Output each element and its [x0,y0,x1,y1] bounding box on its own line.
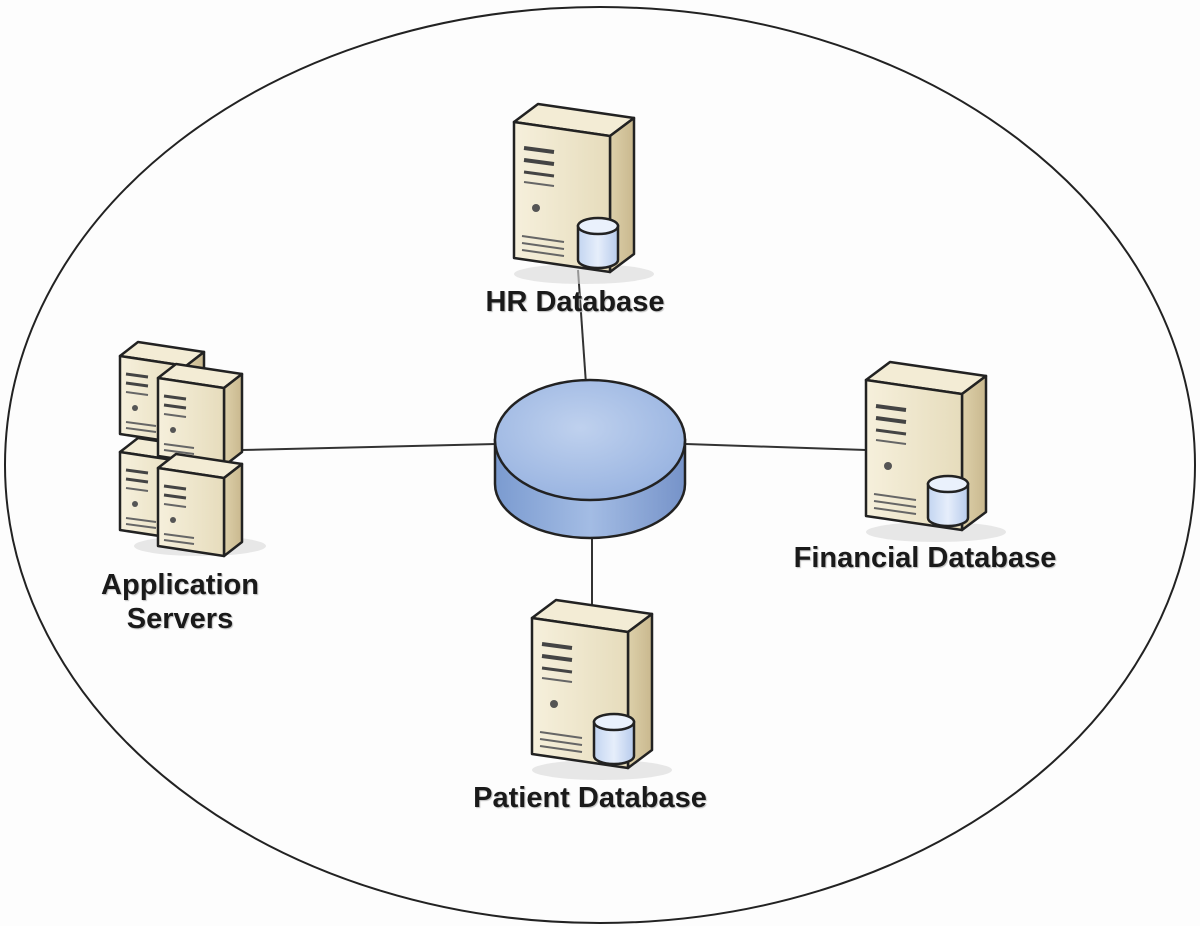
financial-database-server-icon [864,360,1008,544]
link-hub-fin [685,443,867,451]
hr-database-label: HR Database [485,286,665,318]
application-servers-label: Application Servers [60,568,300,636]
hub-disk-icon [493,378,687,540]
link-hub-app [241,443,497,451]
patient-database-server-icon [530,598,674,782]
network-boundary [4,6,1196,924]
application-servers-label-line1: Application [101,569,259,601]
connections [241,269,867,608]
link-hub-hr [577,269,587,385]
patient-database-label: Patient Database [473,782,707,814]
financial-database-label: Financial Database [793,542,1057,574]
application-servers-cluster-icon [118,340,266,558]
hr-database-server-icon [512,102,656,286]
application-servers-label-line2: Servers [126,603,234,635]
